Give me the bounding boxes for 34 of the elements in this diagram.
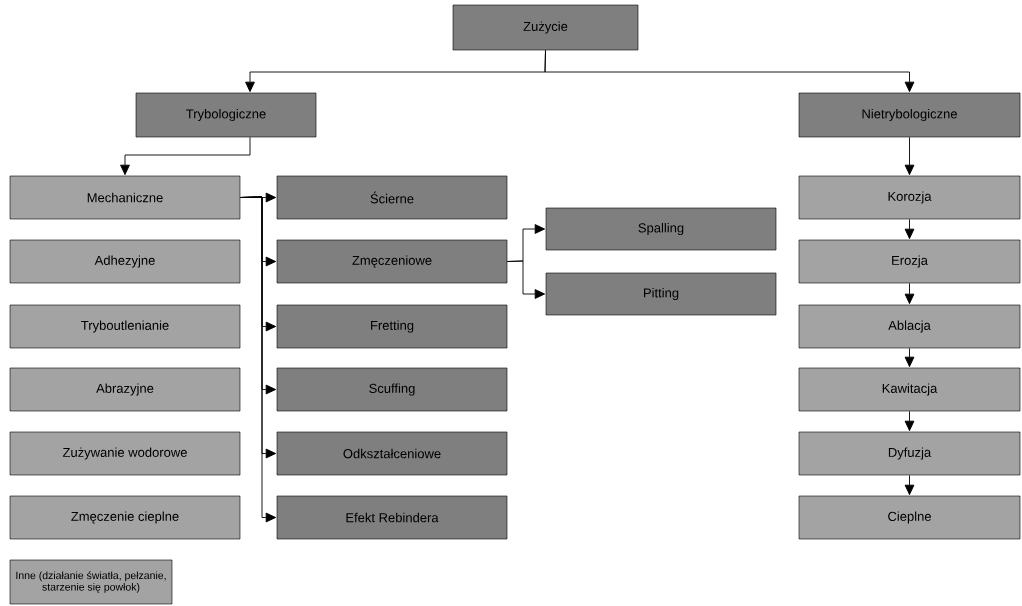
category-box: Nietrybologiczne [798,92,1021,138]
category-box: Odkształceniowe [276,431,508,476]
category-box: Inne (działanie światła, pełzanie, starzenie się powłok) [9,559,173,605]
arrow [120,136,251,176]
category-box: Erozja [798,239,1021,284]
category-box: Scuffing [276,367,508,412]
category-box: Spalling [545,207,777,251]
category-box: Mechaniczne [9,175,241,220]
arrow [904,136,915,176]
category-box: Cieplne [798,495,1021,540]
arrow [544,49,915,93]
category-box: Ablacja [798,304,1021,349]
arrow [506,260,546,299]
arrow [239,196,277,523]
category-box: Kawitacja [798,367,1021,412]
category-box: Zużycie [452,4,639,51]
arrow [904,474,915,496]
category-box: Abrazyjne [9,367,241,412]
category-box: Zmęczeniowe [276,239,508,284]
arrow [904,347,915,368]
category-box: Adhezyjne [9,239,241,284]
arrow [904,410,915,432]
category-box: Tryboutlenianie [9,304,241,349]
arrow [904,282,915,305]
category-box: Efekt Rebindera [276,495,508,540]
category-box: Ścierne [276,175,508,220]
category-box: Korozja [798,175,1021,220]
category-box: Trybologiczne [135,92,317,138]
category-box: Fretting [276,304,508,349]
category-box: Zmęczenie cieplne [9,495,241,540]
category-box: Dyfuzja [798,431,1021,476]
category-box: Pitting [545,272,777,316]
category-box: Zużywanie wodorowe [9,431,241,476]
arrow [904,218,915,240]
